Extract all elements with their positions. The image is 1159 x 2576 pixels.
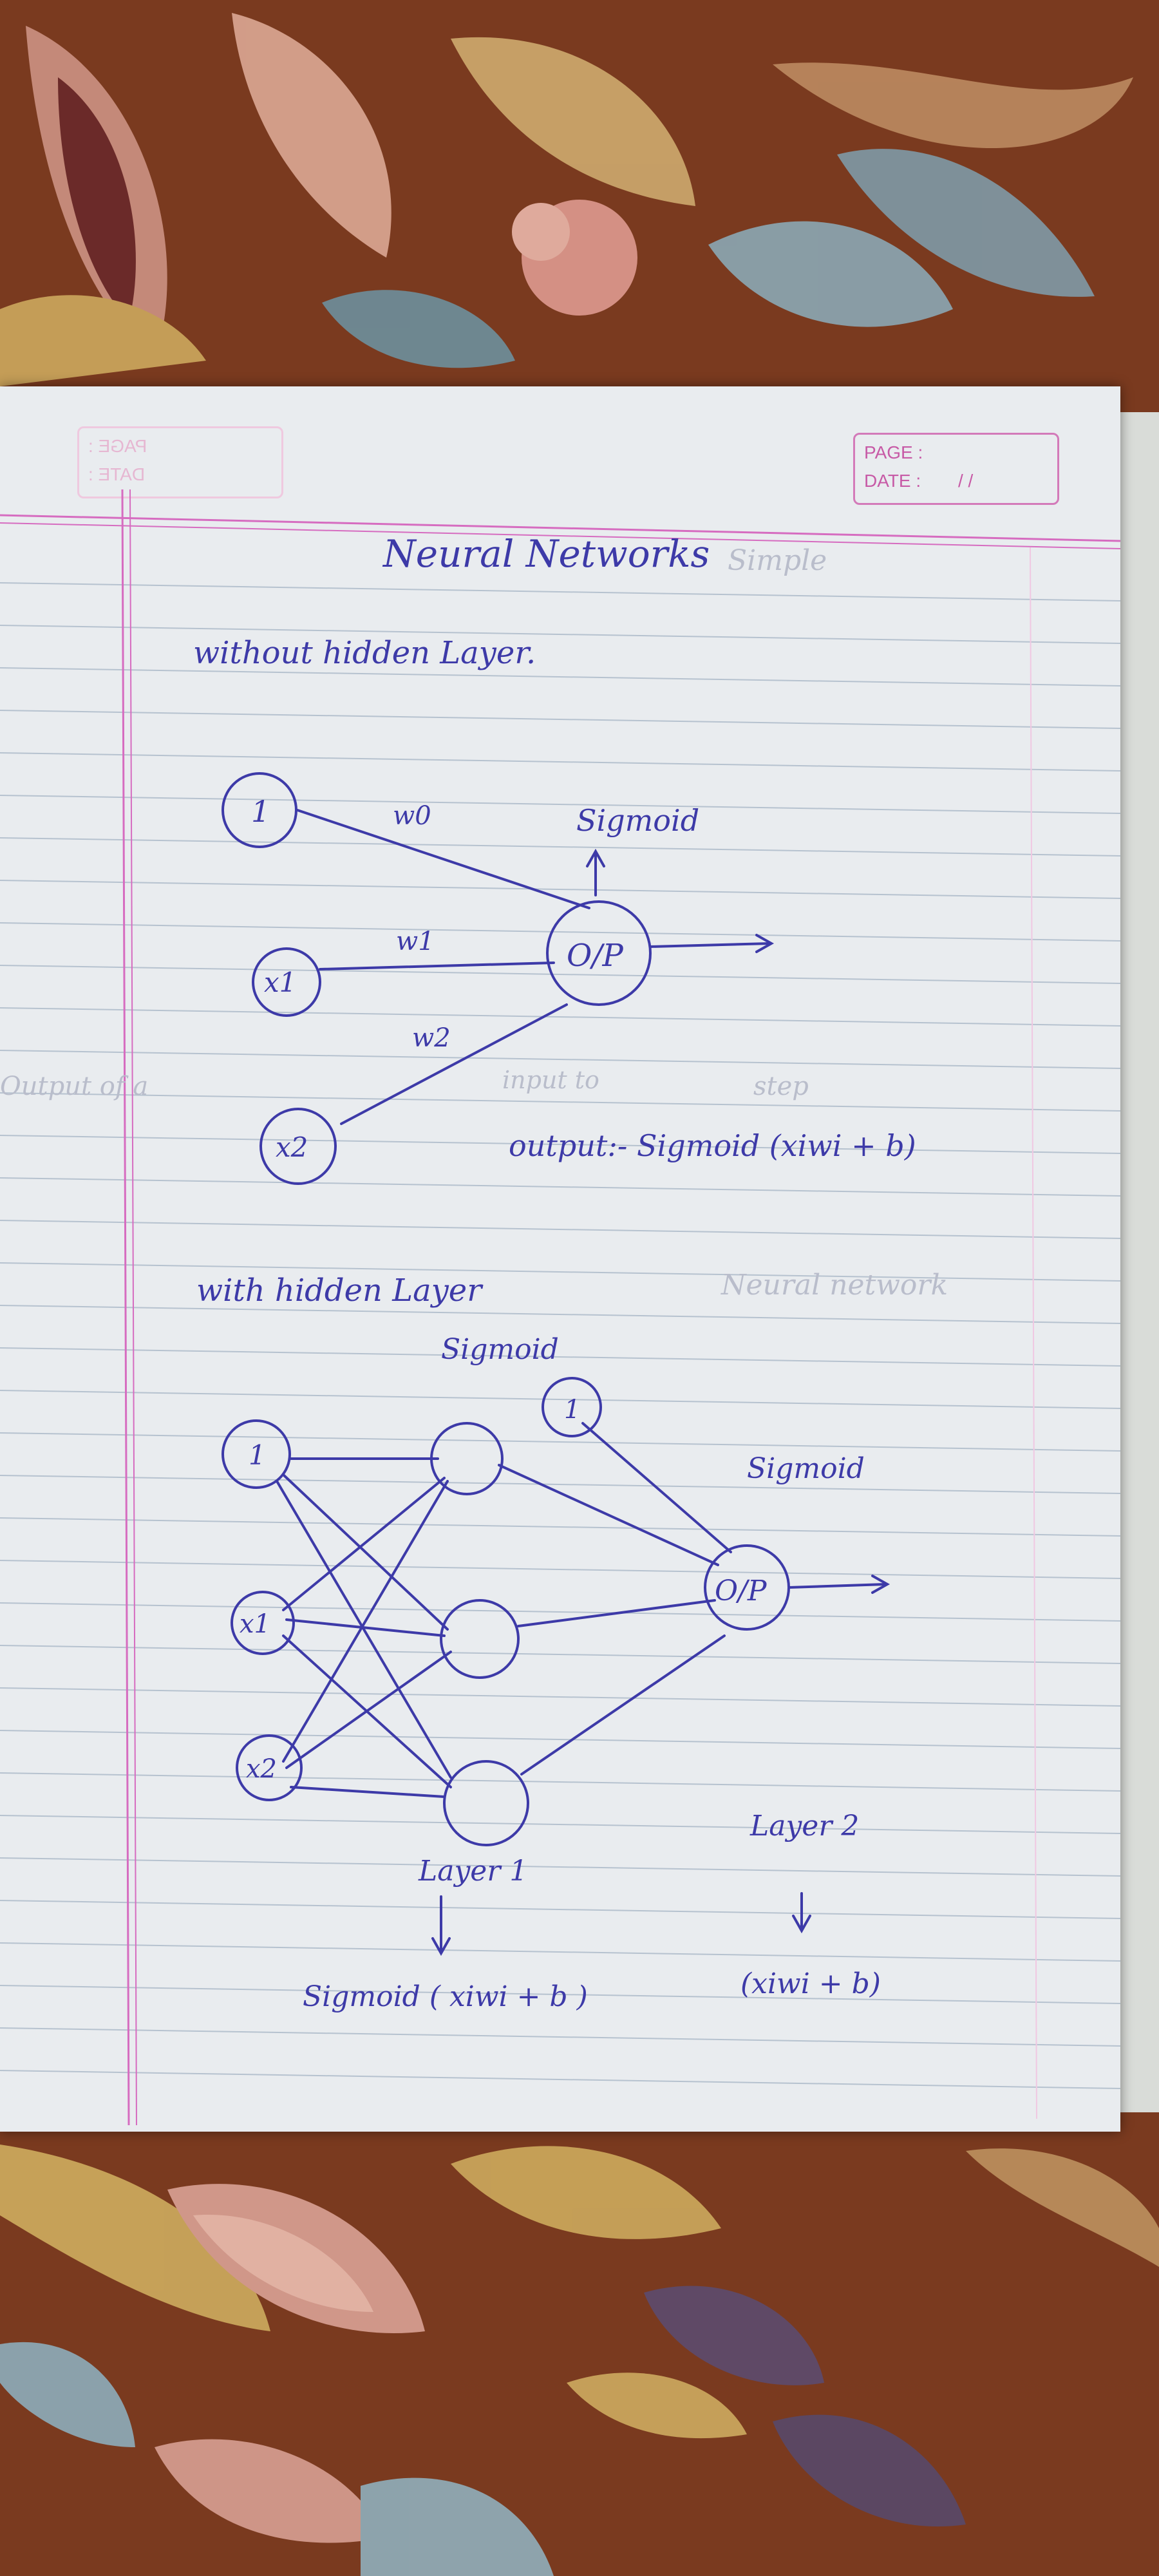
ruled-line: [0, 1772, 1121, 1792]
input-node-x1-label: x1: [240, 1609, 270, 1639]
output-node-label: O/P: [715, 1575, 768, 1607]
output-arrow: [649, 942, 771, 948]
top-margin-line: [0, 514, 1121, 542]
ruled-line: [0, 880, 1121, 899]
ruled-line: [0, 1347, 1121, 1367]
ruled-line: [0, 1262, 1121, 1282]
ruled-line: [0, 1857, 1121, 1877]
ruled-line: [0, 1220, 1121, 1239]
ruled-line: [0, 1135, 1121, 1154]
hidden-bias-node: [542, 1377, 602, 1437]
ruled-line: [0, 1305, 1121, 1324]
hidden-node-1: [430, 1422, 504, 1495]
input-node-x1-label: x1: [264, 967, 296, 998]
input-node-x2: [259, 1108, 337, 1185]
bias-node: [221, 772, 297, 848]
hidden-bias-node-label: 1: [564, 1395, 580, 1425]
ruled-line: [0, 1602, 1121, 1622]
ruled-line: [0, 1985, 1121, 2004]
svg-text:step: step: [753, 1072, 809, 1101]
next-page-edge: [1120, 412, 1159, 2112]
layer1-formula: Sigmoid ( xiwi + b ): [303, 1980, 588, 2013]
left-margin-line: [121, 489, 130, 2126]
ruled-line: [0, 1900, 1121, 1919]
ruled-line: [0, 667, 1121, 687]
layer2-label: Layer 2: [749, 1810, 859, 1842]
ruled-line: [0, 1390, 1121, 1409]
output-node-label: O/P: [567, 938, 624, 974]
layer2-formula: (xiwi + b): [740, 1967, 881, 2000]
input-node-x2-label: x2: [276, 1132, 308, 1163]
page-title: Neural Networks: [382, 532, 710, 576]
ruled-line: [0, 1730, 1121, 1749]
svg-text:Output of a: Output of a: [0, 1072, 148, 1101]
input-bias-node-label: 1: [249, 1439, 266, 1471]
ruled-line: [0, 2070, 1121, 2089]
svg-text:Simple: Simple: [728, 544, 827, 577]
svg-text:input to: input to: [502, 1066, 599, 1094]
ruled-line: [0, 1050, 1121, 1069]
ruled-line: [0, 837, 1121, 857]
hidden-activation-label: Sigmoid: [441, 1333, 559, 1366]
ruled-line: [0, 752, 1121, 772]
output-formula: output:- Sigmoid (xiwi + b): [509, 1128, 916, 1163]
bleed-through-text: Simple Output of a Neural network step i…: [0, 544, 948, 1302]
ruled-line: [0, 965, 1121, 984]
ruled-line: [0, 710, 1121, 729]
layer1-label: Layer 1: [418, 1855, 527, 1888]
ruled-line: [0, 1092, 1121, 1112]
page-date-box: PAGE : DATE : / /: [853, 433, 1059, 505]
activation-label: Sigmoid: [576, 803, 699, 838]
input-node-x1: [231, 1591, 295, 1655]
ruled-line: [0, 1517, 1121, 1537]
output-activation-label: Sigmoid: [747, 1452, 865, 1485]
input-bias-node: [221, 1419, 291, 1489]
ruled-line: [0, 1177, 1121, 1197]
output-node: [704, 1544, 790, 1631]
ruled-line: [0, 2027, 1121, 2047]
input-node-x1: [252, 947, 321, 1017]
page-label: PAGE :: [864, 442, 923, 462]
ruled-line: [0, 1475, 1121, 1494]
hidden-node-2: [440, 1599, 520, 1679]
ruled-line: [0, 582, 1121, 601]
ruled-lines: [0, 582, 1121, 2089]
input-node-x2: [236, 1734, 303, 1801]
weight-w0: w0: [393, 801, 431, 831]
ruled-line: [0, 1432, 1121, 1452]
ruled-line: [0, 1560, 1121, 1579]
ruled-line: [0, 1007, 1121, 1027]
section1-heading: without hidden Layer.: [193, 635, 536, 671]
weight-w2: w2: [412, 1023, 451, 1053]
bias-node-label: 1: [251, 794, 270, 829]
svg-text:Neural network: Neural network: [721, 1269, 948, 1302]
weight-w1: w1: [396, 927, 435, 956]
network-no-hidden-layer: 1 x1 x2 O/P Sigmoid w0 w1 w2: [221, 772, 775, 1185]
output-node: [546, 900, 652, 1006]
ruled-line: [0, 1815, 1121, 1834]
date-label: DATE :: [864, 471, 921, 491]
ruled-line: [0, 1687, 1121, 1707]
input-node-x2-label: x2: [246, 1754, 277, 1784]
ruled-line: [0, 1645, 1121, 1664]
hidden-node-3: [443, 1760, 529, 1846]
ruled-line: [0, 922, 1121, 942]
ruled-line: [0, 1942, 1121, 1962]
hidden-output-arrow: [787, 1583, 887, 1589]
ruled-line: [0, 795, 1121, 814]
date-value: / /: [957, 471, 974, 491]
network-with-hidden-layer: 1 1 x1 x2 O/P Sigmoid: [221, 1377, 890, 1846]
ruled-line: [0, 625, 1121, 644]
section2-heading: with hidden Layer: [196, 1273, 484, 1309]
